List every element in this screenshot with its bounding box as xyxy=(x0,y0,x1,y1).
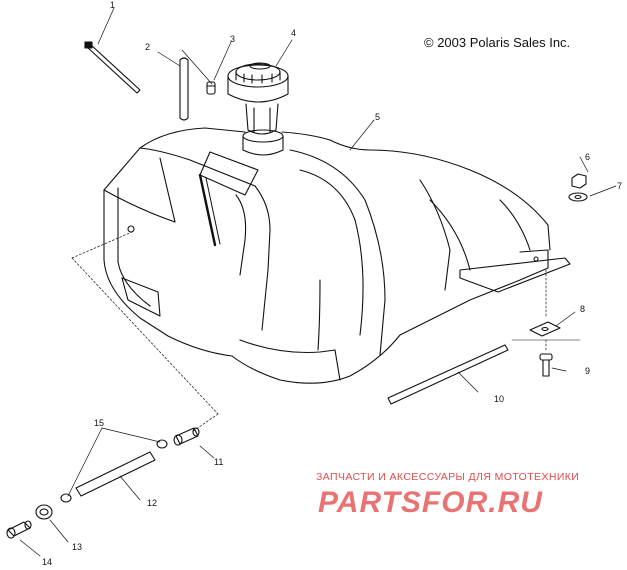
fuel-line-part xyxy=(75,451,156,497)
inline-fitting-part xyxy=(6,520,32,539)
callouts: 1 2 3 4 5 6 7 8 9 10 11 12 13 14 15 xyxy=(42,0,622,567)
callout-9: 9 xyxy=(585,366,590,376)
callout-2: 2 xyxy=(145,42,150,52)
hose-clamp-part xyxy=(60,439,168,503)
bolt-part xyxy=(539,353,553,377)
callout-5: 5 xyxy=(375,112,380,122)
fuel-cap-part xyxy=(227,62,289,135)
vent-tube-part xyxy=(179,57,189,121)
fuel-valve-ring-part xyxy=(35,504,53,520)
callout-12: 12 xyxy=(147,498,157,508)
callout-14: 14 xyxy=(42,557,52,565)
nut-part xyxy=(571,173,587,189)
callout-11: 11 xyxy=(214,457,223,467)
callout-7: 7 xyxy=(617,181,622,191)
callout-6: 6 xyxy=(585,152,590,162)
callout-13: 13 xyxy=(72,542,82,552)
callout-8: 8 xyxy=(580,304,585,314)
callout-10: 10 xyxy=(494,394,504,404)
copyright-notice: © 2003 Polaris Sales Inc. xyxy=(424,35,571,50)
foam-strip-part xyxy=(387,344,509,405)
fuel-fitting-part xyxy=(173,427,200,446)
watermark-logo: PARTSFOR.RU xyxy=(318,486,543,519)
callout-1: 1 xyxy=(110,0,115,10)
callout-4: 4 xyxy=(291,28,296,38)
watermark-caption: ЗАПЧАСТИ И АКСЕССУАРЫ ДЛЯ МОТОТЕХНИКИ xyxy=(316,471,580,483)
mount-pad-part xyxy=(529,321,561,337)
cable-tie-part xyxy=(84,41,141,94)
leader-lines xyxy=(19,7,617,557)
fuel-tank-part xyxy=(103,127,571,384)
vent-valve-part xyxy=(206,81,216,95)
callout-3: 3 xyxy=(230,34,235,44)
washer-part xyxy=(568,192,588,202)
callout-15: 15 xyxy=(94,418,104,428)
